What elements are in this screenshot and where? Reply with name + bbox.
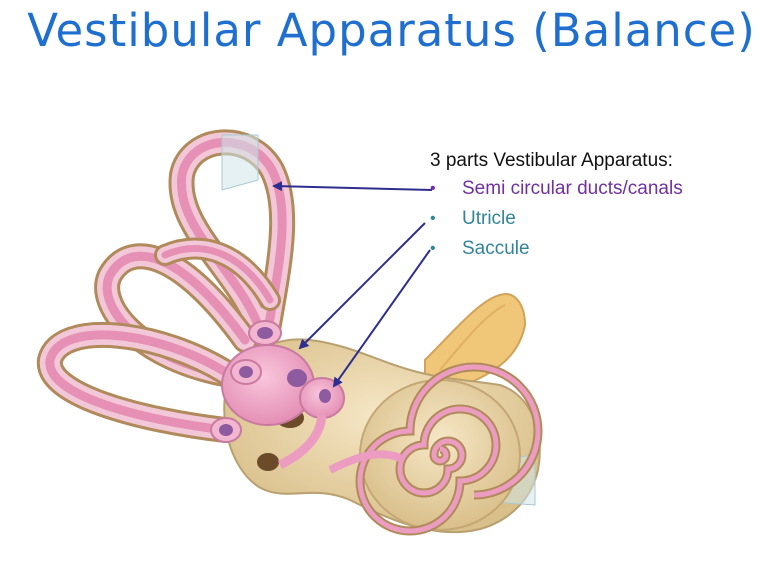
part-item-saccule: • Saccule [430,234,683,264]
lateral-canal [36,322,243,443]
arrow-to-utricle [298,222,426,350]
parts-label-block: 3 parts Vestibular Apparatus: • Semi cir… [430,150,683,264]
arrow-to-saccule [332,249,431,388]
part-label: Semi circular ducts/canals [462,178,683,199]
part-label: Saccule [462,238,530,259]
saccule [277,377,345,470]
section-plane-top [221,134,259,191]
arrow-to-semicircular-canals [272,181,433,192]
ampullae [210,320,331,443]
part-item-semicircular: • Semi circular ducts/canals [430,174,683,204]
bullet-dot: • [430,180,436,197]
pointer-arrows [272,181,433,388]
parts-list: • Semi circular ducts/canals • Utricle •… [430,174,683,264]
posterior-arm [154,237,281,311]
slide-title: Vestibular Apparatus (Balance) [27,4,756,57]
part-item-utricle: • Utricle [430,204,683,234]
bullet-dot: • [430,240,436,257]
part-label: Utricle [462,208,516,229]
parts-heading: 3 parts Vestibular Apparatus: [430,150,673,171]
bullet-dot: • [430,210,436,227]
cochlea [328,362,543,536]
semicircular-canals [36,129,296,443]
